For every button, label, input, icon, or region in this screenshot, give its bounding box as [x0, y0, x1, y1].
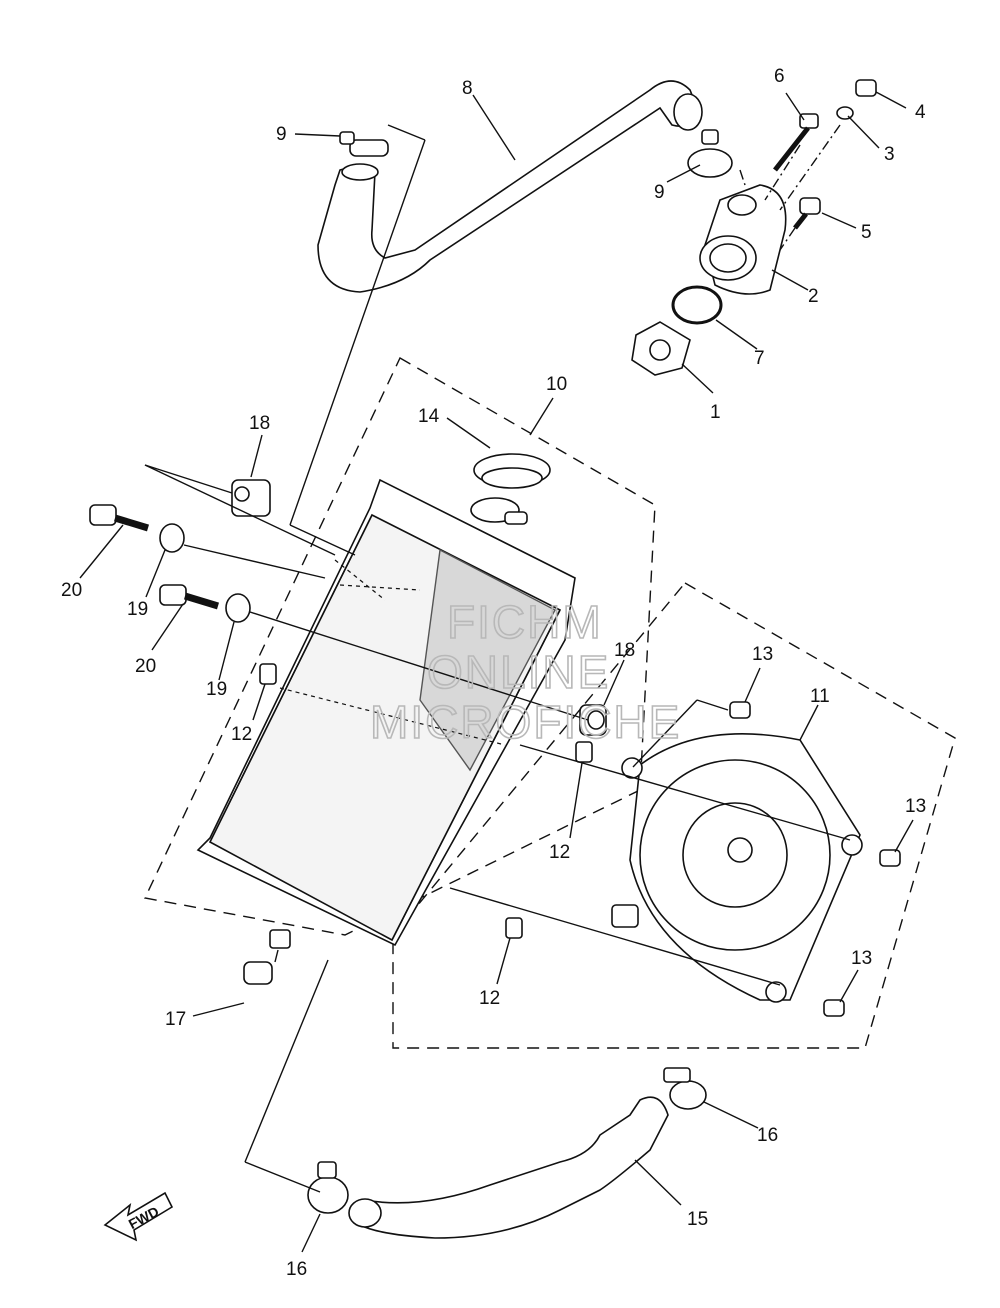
- screw-item-13-bottom: [823, 999, 845, 1017]
- o-ring: [671, 285, 723, 325]
- watermark-line-3: MICROFICHE: [370, 696, 681, 748]
- clip-nut-lower: [505, 917, 523, 939]
- callout-9-right: 9: [654, 182, 665, 203]
- callout-2: 2: [808, 286, 819, 307]
- callout-13-right: 13: [905, 796, 926, 817]
- callout-20-lower: 20: [135, 656, 156, 677]
- bolt-item-6: [773, 113, 819, 172]
- screw-item-13-right: [879, 849, 901, 867]
- fan-group-outline: [392, 582, 956, 1049]
- screw-item-13-top: [729, 701, 751, 719]
- callout-19-lower: 19: [206, 679, 227, 700]
- lower-hose: [348, 1096, 669, 1239]
- watermark-line-2: ONLINE: [427, 646, 610, 698]
- watermark: FICHM ONLINE MICROFICHE: [369, 595, 681, 749]
- callout-12-lower: 12: [479, 988, 500, 1009]
- upper-hose: [317, 80, 703, 293]
- callout-labels: 1 2 3 4 5 6 7 8 9 9 10 11 12 12 12 13 13…: [61, 66, 926, 1280]
- callout-14: 14: [418, 406, 440, 427]
- bottom-grommet: [243, 961, 273, 985]
- washer-item-3: [836, 106, 854, 120]
- hose-clamp-lower-right: [663, 1067, 707, 1110]
- cooling-fan: [611, 733, 863, 1003]
- grommet-upper: [231, 479, 271, 517]
- clip-nut-left: [259, 663, 277, 685]
- radiator-group-outline: [143, 357, 656, 936]
- callout-15: 15: [687, 1209, 708, 1230]
- radiator: [196, 478, 576, 947]
- callout-12-middle: 12: [549, 842, 570, 863]
- callout-13-bottom: 13: [851, 948, 872, 969]
- callout-13-top: 13: [752, 644, 773, 665]
- bolt-item-20-upper: [89, 504, 150, 532]
- callout-1: 1: [710, 402, 721, 423]
- bolt-item-5: [793, 197, 821, 230]
- callout-16-left: 16: [286, 1259, 307, 1280]
- leader-lines: [79, 91, 914, 1253]
- callout-4: 4: [915, 102, 926, 123]
- callout-17: 17: [165, 1009, 186, 1030]
- filler-neck: [470, 497, 528, 525]
- thermostat-housing: [699, 184, 787, 295]
- dashdot-lines: [739, 124, 841, 251]
- callout-19-upper: 19: [127, 599, 148, 620]
- callout-5: 5: [861, 222, 872, 243]
- collar-item-19-lower: [225, 593, 251, 623]
- hose-clamp-upper-right: [687, 129, 733, 178]
- callout-10: 10: [546, 374, 567, 395]
- clip-nut-middle: [575, 741, 593, 763]
- collar-item-19-upper: [159, 523, 185, 553]
- callout-3: 3: [884, 144, 895, 165]
- callout-6: 6: [774, 66, 785, 87]
- grommet-lower: [579, 704, 607, 736]
- callout-16-right: 16: [757, 1125, 778, 1146]
- hose-clamp-upper-left: [339, 131, 389, 157]
- radiator-cap: [473, 453, 551, 489]
- callout-8: 8: [462, 78, 473, 99]
- callout-7: 7: [754, 348, 765, 369]
- callout-18-upper: 18: [249, 413, 270, 434]
- watermark-line-1: FICHM: [447, 596, 603, 648]
- callout-11: 11: [810, 686, 830, 707]
- callout-12-left: 12: [231, 724, 252, 745]
- hose-clamp-lower-left: [307, 1161, 349, 1214]
- callout-18-lower: 18: [614, 640, 635, 661]
- bolt-item-4: [855, 79, 877, 97]
- callout-20-upper: 20: [61, 580, 82, 601]
- hidden-guide-lines: [279, 559, 506, 746]
- callout-9-upper: 9: [276, 124, 287, 145]
- thermostat: [631, 321, 691, 376]
- drain-spigot: [269, 929, 291, 949]
- bolt-item-20-lower: [159, 584, 220, 610]
- forward-direction-arrow: FWD: [103, 1191, 174, 1242]
